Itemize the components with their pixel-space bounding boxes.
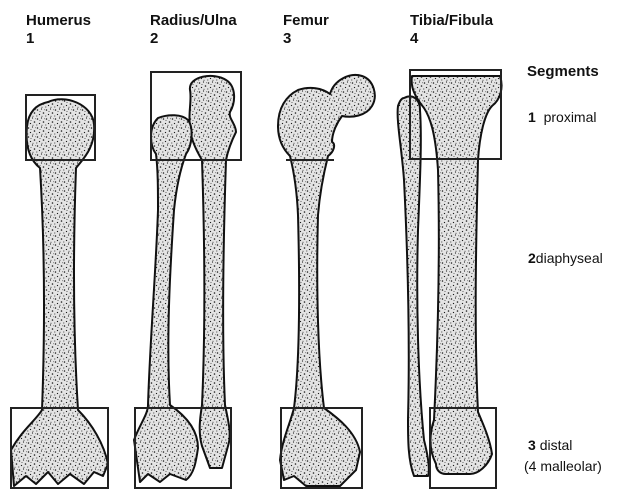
femur-label: Femur 3 [283,12,329,48]
radius-ulna-label: Radius/Ulna 2 [150,12,237,48]
tibia-fibula-bones [398,76,502,476]
segment-distal-number: 3 [528,437,536,453]
segment-distal-note: (4 malleolar) [524,458,602,474]
femur-name: Femur [283,12,329,30]
radius-ulna-number: 2 [150,30,237,48]
segments-title: Segments [527,63,599,81]
humerus-label: Humerus 1 [26,12,91,48]
femur-bone [278,75,375,486]
humerus-name: Humerus [26,12,91,30]
segment-proximal-number: 1 [528,109,536,125]
segment-distal-label: distal [540,437,573,453]
radius-ulna-bones [134,76,236,482]
segment-proximal: 1 proximal [528,109,596,125]
segment-diaphyseal-number: 2 [528,250,536,266]
segment-distal: 3 distal [528,437,572,453]
tibia-fibula-name: Tibia/Fibula [410,12,493,30]
tibia-fibula-label: Tibia/Fibula 4 [410,12,493,48]
tibia-fibula-number: 4 [410,30,493,48]
humerus-number: 1 [26,30,91,48]
radius-ulna-name: Radius/Ulna [150,12,237,30]
segment-diaphyseal-label: diaphyseal [536,250,603,266]
segment-proximal-label: proximal [544,109,597,125]
femur-number: 3 [283,30,329,48]
segment-diaphyseal: 2diaphyseal [528,250,603,266]
